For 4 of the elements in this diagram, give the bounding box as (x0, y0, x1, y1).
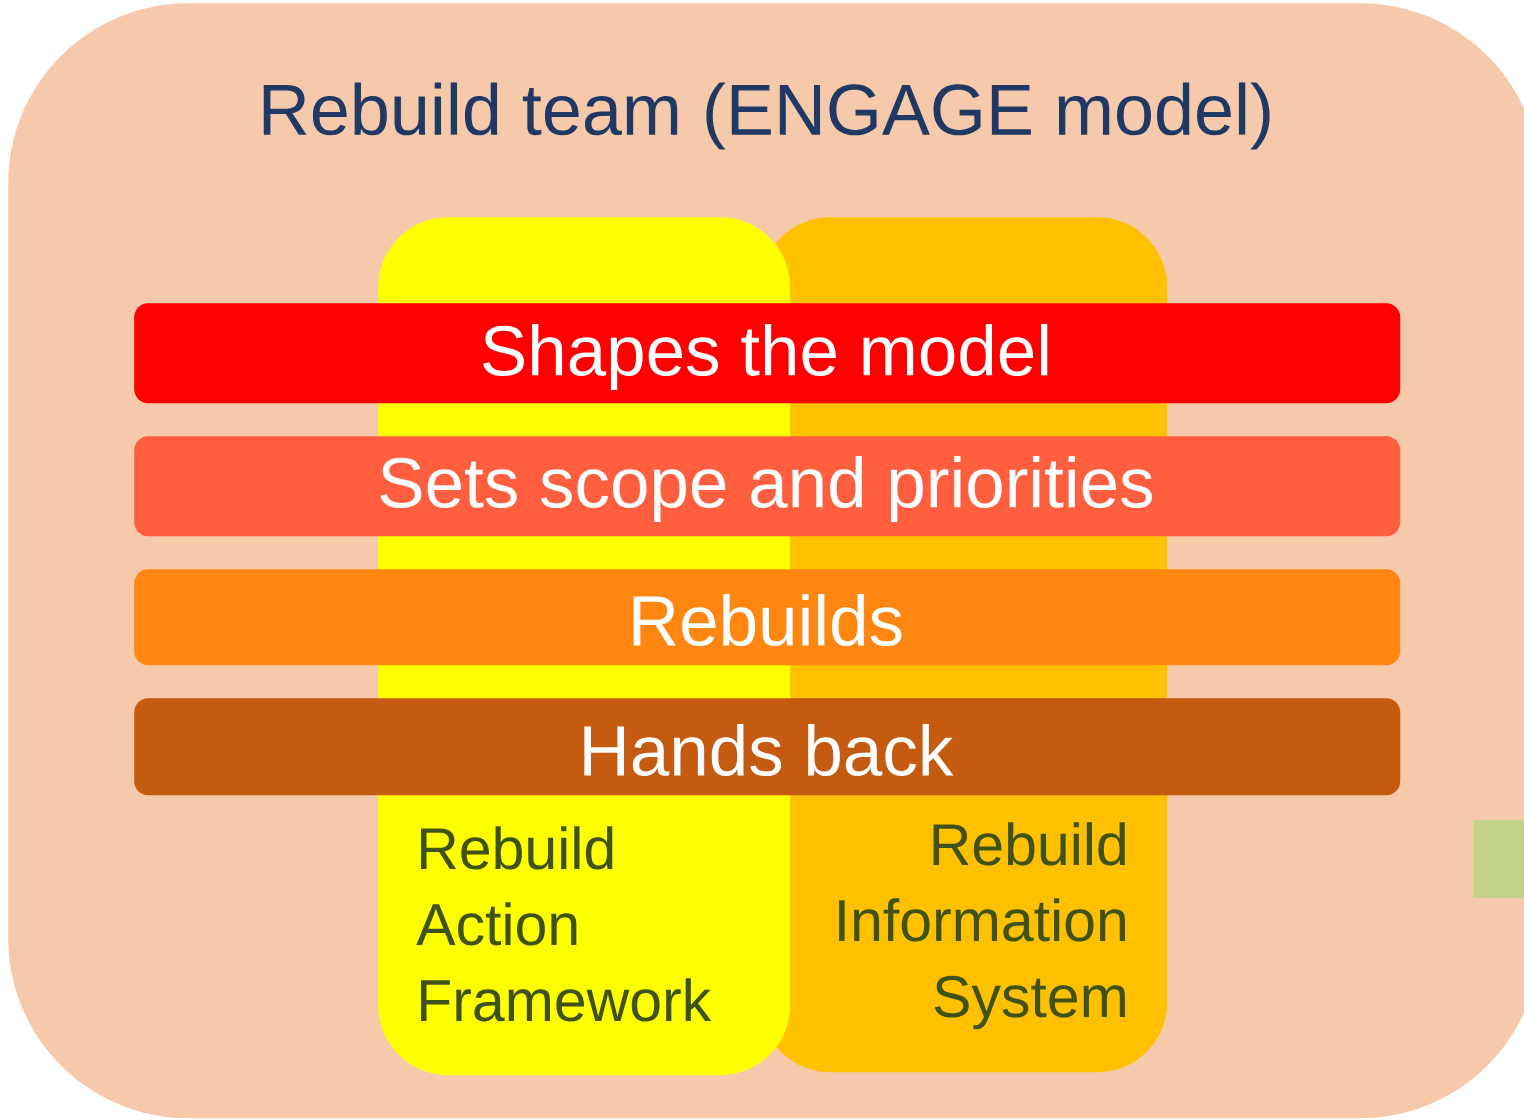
band: Shapes the model (134, 303, 1401, 404)
band: Sets scope and priorities (134, 436, 1401, 537)
band: Hands back (134, 698, 1401, 796)
band: Rebuilds (134, 569, 1401, 666)
